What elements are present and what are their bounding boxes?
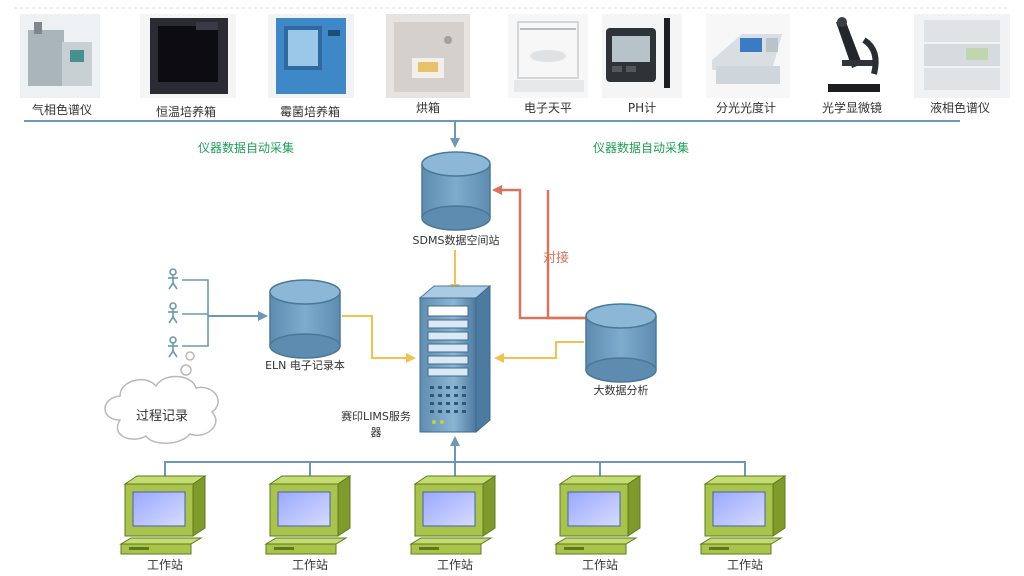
bigdata-to-server-arrow (494, 341, 584, 363)
spectrophotometer-icon (706, 14, 790, 98)
instrument-label: 分光光度计 (716, 100, 776, 115)
liquid-chromatograph-icon (914, 14, 1010, 98)
person-icon (168, 302, 178, 324)
workstation-labels: 工作站 工作站 工作站 工作站 工作站 (147, 558, 763, 572)
workstation-computer-icon (119, 475, 207, 555)
electronic-balance-icon (508, 14, 588, 98)
instrument-label: 光学显微镜 (822, 100, 882, 115)
workstation-label: 工作站 (727, 558, 763, 572)
sdms-database-icon (421, 151, 491, 231)
eln-label: ELN 电子记录本 (265, 358, 345, 372)
instrument-label: 气相色谱仪 (32, 102, 92, 117)
constant-temperature-incubator-icon (140, 14, 236, 98)
oven-icon (386, 14, 470, 98)
mold-incubator-icon (268, 14, 354, 98)
user-group (168, 268, 209, 358)
workstation-label: 工作站 (437, 558, 473, 572)
lims-server-icon (418, 284, 492, 434)
instrument-row (20, 14, 1010, 98)
user-group-bracket (182, 279, 209, 347)
workstation-computer-icon (409, 475, 497, 555)
instrument-label: 液相色谱仪 (930, 100, 990, 115)
workstation-label: 工作站 (582, 558, 618, 572)
collect-label-left: 仪器数据自动采集 (198, 140, 294, 155)
instrument-label: PH计 (628, 101, 656, 115)
process-label: 过程记录 (136, 409, 188, 424)
instrument-label: 霉菌培养箱 (280, 104, 340, 119)
person-icon (168, 336, 178, 358)
microscope-icon (812, 14, 896, 98)
instrument-label: 电子天平 (524, 101, 572, 115)
instrument-labels: 气相色谱仪 恒温培养箱 霉菌培养箱 烘箱 电子天平 PH计 分光光度计 光学显微… (32, 100, 990, 119)
person-icon (168, 268, 178, 290)
lims-label-line1: 赛印LIMS服务 (341, 409, 411, 423)
instrument-label: 恒温培养箱 (156, 104, 216, 119)
collect-label-right: 仪器数据自动采集 (593, 140, 689, 155)
eln-database-icon (269, 279, 341, 359)
workstation-computer-icon (554, 475, 642, 555)
ph-meter-icon (602, 14, 682, 98)
workstation-label: 工作站 (147, 558, 183, 572)
lims-label-line2: 器 (371, 426, 382, 439)
workstation-label: 工作站 (292, 558, 328, 572)
compare-label: 对接 (543, 250, 569, 266)
process-record-cloud-icon (104, 375, 219, 444)
bigdata-database-icon (585, 303, 657, 383)
sdms-label: SDMS数据空间站 (413, 233, 500, 247)
instrument-label: 烘箱 (416, 100, 440, 115)
gas-chromatograph-icon (20, 14, 100, 98)
workstation-computer-icon (264, 475, 352, 555)
bigdata-label: 大数据分析 (594, 383, 649, 397)
eln-to-server-arrow (342, 315, 416, 363)
workstation-computer-icon (699, 475, 787, 555)
